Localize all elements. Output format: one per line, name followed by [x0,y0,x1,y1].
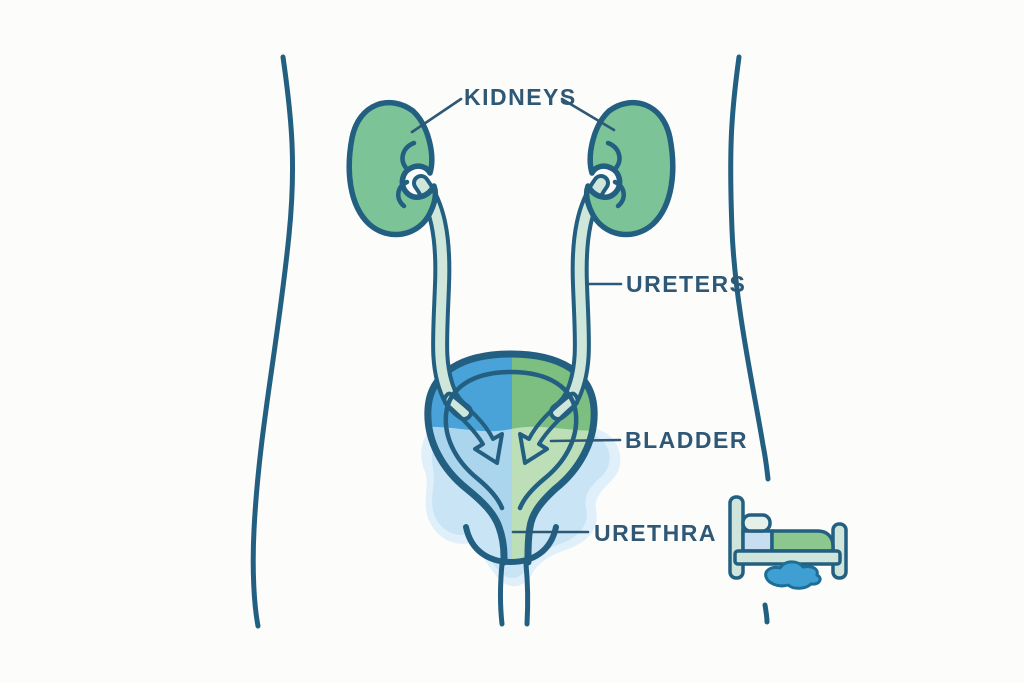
body-outline-right-dash [762,602,770,625]
body-outline-right [728,54,771,482]
bed-blanket [770,529,835,553]
leader-lines [410,97,623,534]
bladder-inner-wall [443,369,579,511]
body-outline-left [250,54,296,629]
flow-arrow-left [442,391,504,465]
urethra [463,524,559,627]
label-bladder: BLADDER [625,427,748,453]
bed-icon [728,495,848,590]
ureter-right [549,174,610,421]
bladder-leader [549,438,622,443]
label-urethra: URETHRA [594,520,717,546]
label-kidneys: KIDNEYS [464,84,577,110]
kidney-left [346,99,439,238]
flow-arrow-right [518,391,580,465]
ureter-left [412,174,473,421]
urine-puddle-icon [764,560,822,590]
bed-pillow [741,513,772,533]
bed-sheet [741,529,774,553]
pelvic-arc [463,524,559,566]
kidneys-leader-left [410,97,463,134]
label-ureters: URETERS [626,271,747,297]
kidneys-leader-right [560,97,616,132]
kidney-right [583,99,676,238]
bed-headboard [728,495,745,580]
